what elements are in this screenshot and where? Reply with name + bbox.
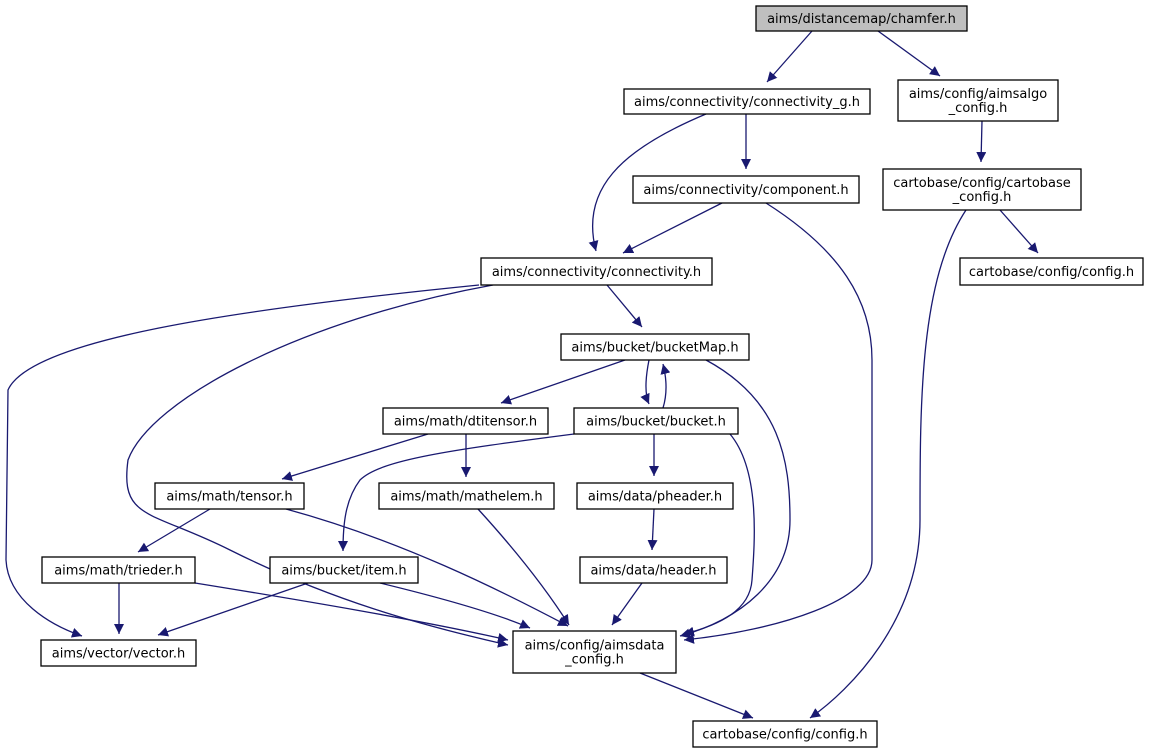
edge-bucket-to-bucketMap (660, 363, 671, 409)
node-box (755, 5, 968, 32)
node-bucketMap[interactable]: aims/bucket/bucketMap.h (560, 333, 750, 361)
edge-tensor-to-trieder (137, 508, 211, 553)
node-label: aims/data/header.h (590, 564, 716, 579)
node-box (692, 720, 878, 748)
node-label: aims/bucket/item.h (281, 564, 406, 579)
edge-item-to-vector (157, 582, 309, 637)
node-box (959, 257, 1144, 286)
edge-connectivity-to-vector (5, 284, 480, 638)
node-label: _config.h (952, 190, 1012, 205)
node-item[interactable]: aims/bucket/item.h (269, 556, 419, 584)
node-box (378, 482, 555, 510)
node-label: cartobase/config/config.h (969, 265, 1134, 280)
node-label: aims/math/trieder.h (54, 564, 183, 579)
edge-connectivity-to-bucketMap (606, 284, 643, 328)
node-label: aims/data/pheader.h (588, 490, 722, 505)
node-label: aims/math/tensor.h (166, 490, 292, 505)
node-label: aims/distancemap/chamfer.h (767, 12, 956, 27)
edge-chamfer-to-connectivity_g (766, 30, 813, 83)
node-label: aims/bucket/bucketMap.h (571, 341, 738, 356)
node-trieder[interactable]: aims/math/trieder.h (41, 556, 196, 584)
edge-connectivity_g-to-connectivity (588, 113, 707, 252)
edge-aimsdata_config-to-cartobase_config_h_bottom (639, 672, 754, 719)
node-pheader[interactable]: aims/data/pheader.h (576, 482, 734, 510)
node-box (41, 556, 196, 584)
node-label: aims/vector/vector.h (52, 647, 185, 662)
node-dtitensor[interactable]: aims/math/dtitensor.h (382, 407, 549, 435)
edge-pheader-to-header (647, 508, 658, 551)
node-connectivity[interactable]: aims/connectivity/connectivity.h (480, 257, 713, 286)
node-header[interactable]: aims/data/header.h (579, 556, 728, 584)
edge-layer (5, 30, 1039, 719)
node-layer: aims/distancemap/chamfer.h aims/connectiv… (40, 5, 1144, 748)
edge-trieder-to-aimsdata_config (194, 582, 509, 643)
node-cartobase-config-h-right[interactable]: cartobase/config/config.h (959, 257, 1144, 286)
edge-cartobase_config-to-cartobase_config_h_bottom (809, 209, 967, 719)
edge-item-to-aimsdata_config (379, 582, 531, 629)
node-cartobase-config[interactable]: cartobase/config/cartobase_config.h (882, 168, 1082, 211)
node-label: cartobase/config/cartobase (893, 176, 1071, 191)
node-label: cartobase/config/config.h (702, 728, 867, 743)
node-label: aims/config/aimsdata (525, 639, 665, 654)
node-box (512, 630, 677, 674)
node-box (623, 88, 871, 115)
node-bucket[interactable]: aims/bucket/bucket.h (573, 407, 739, 435)
node-box (269, 556, 419, 584)
edge-mathelem-to-aimsdata_config (477, 508, 570, 626)
node-cartobase-config-h-bottom[interactable]: cartobase/config/config.h (692, 720, 878, 748)
edge-chamfer-to-aimsalgo_config (877, 30, 941, 77)
node-box (480, 257, 713, 286)
node-label: aims/bucket/bucket.h (586, 415, 726, 430)
node-vector[interactable]: aims/vector/vector.h (40, 639, 197, 667)
edge-cartobase_config-to-cartobase_config_h_right (999, 209, 1039, 254)
node-connectivity-g[interactable]: aims/connectivity/connectivity_g.h (623, 88, 871, 115)
edge-tensor-to-aimsdata_config (285, 508, 569, 627)
edge-component-to-aimsdata_config (683, 202, 873, 644)
edge-header-to-aimsdata_config (611, 582, 643, 626)
node-mathelem[interactable]: aims/math/mathelem.h (378, 482, 555, 510)
edge-bucketMap-to-dtitensor (500, 359, 626, 405)
node-box (882, 168, 1082, 211)
edge-bucket-to-item (338, 433, 575, 552)
edge-bucketMap-to-bucket (640, 359, 650, 405)
node-box (897, 79, 1059, 122)
node-tensor[interactable]: aims/math/tensor.h (154, 482, 305, 510)
node-box (573, 407, 739, 435)
node-label: aims/math/mathelem.h (390, 490, 542, 505)
node-label: aims/config/aimsalgo (909, 87, 1047, 102)
node-label: aims/connectivity/connectivity.h (492, 265, 701, 280)
node-box (40, 639, 197, 667)
node-box (560, 333, 750, 361)
node-box (154, 482, 305, 510)
node-label: _config.h (564, 653, 624, 668)
node-label: aims/math/dtitensor.h (394, 415, 537, 430)
edge-connectivity-to-aimsdata_config (126, 284, 509, 648)
edge-aimsalgo_config-to-cartobase_config (976, 120, 987, 163)
edge-bucket-to-aimsdata_config (683, 433, 755, 637)
node-chamfer[interactable]: aims/distancemap/chamfer.h (755, 5, 968, 32)
node-component[interactable]: aims/connectivity/component.h (632, 175, 860, 204)
node-box (576, 482, 734, 510)
node-label: _config.h (948, 101, 1008, 116)
node-box (382, 407, 549, 435)
node-label: aims/connectivity/component.h (643, 183, 848, 198)
edge-component-to-connectivity (622, 202, 723, 254)
node-aimsalgo-config[interactable]: aims/config/aimsalgo_config.h (897, 79, 1059, 122)
node-aimsdata-config[interactable]: aims/config/aimsdata_config.h (512, 630, 677, 674)
edge-dtitensor-to-tensor (281, 433, 429, 481)
node-box (579, 556, 728, 584)
node-box (632, 175, 860, 204)
node-label: aims/connectivity/connectivity_g.h (634, 95, 860, 110)
